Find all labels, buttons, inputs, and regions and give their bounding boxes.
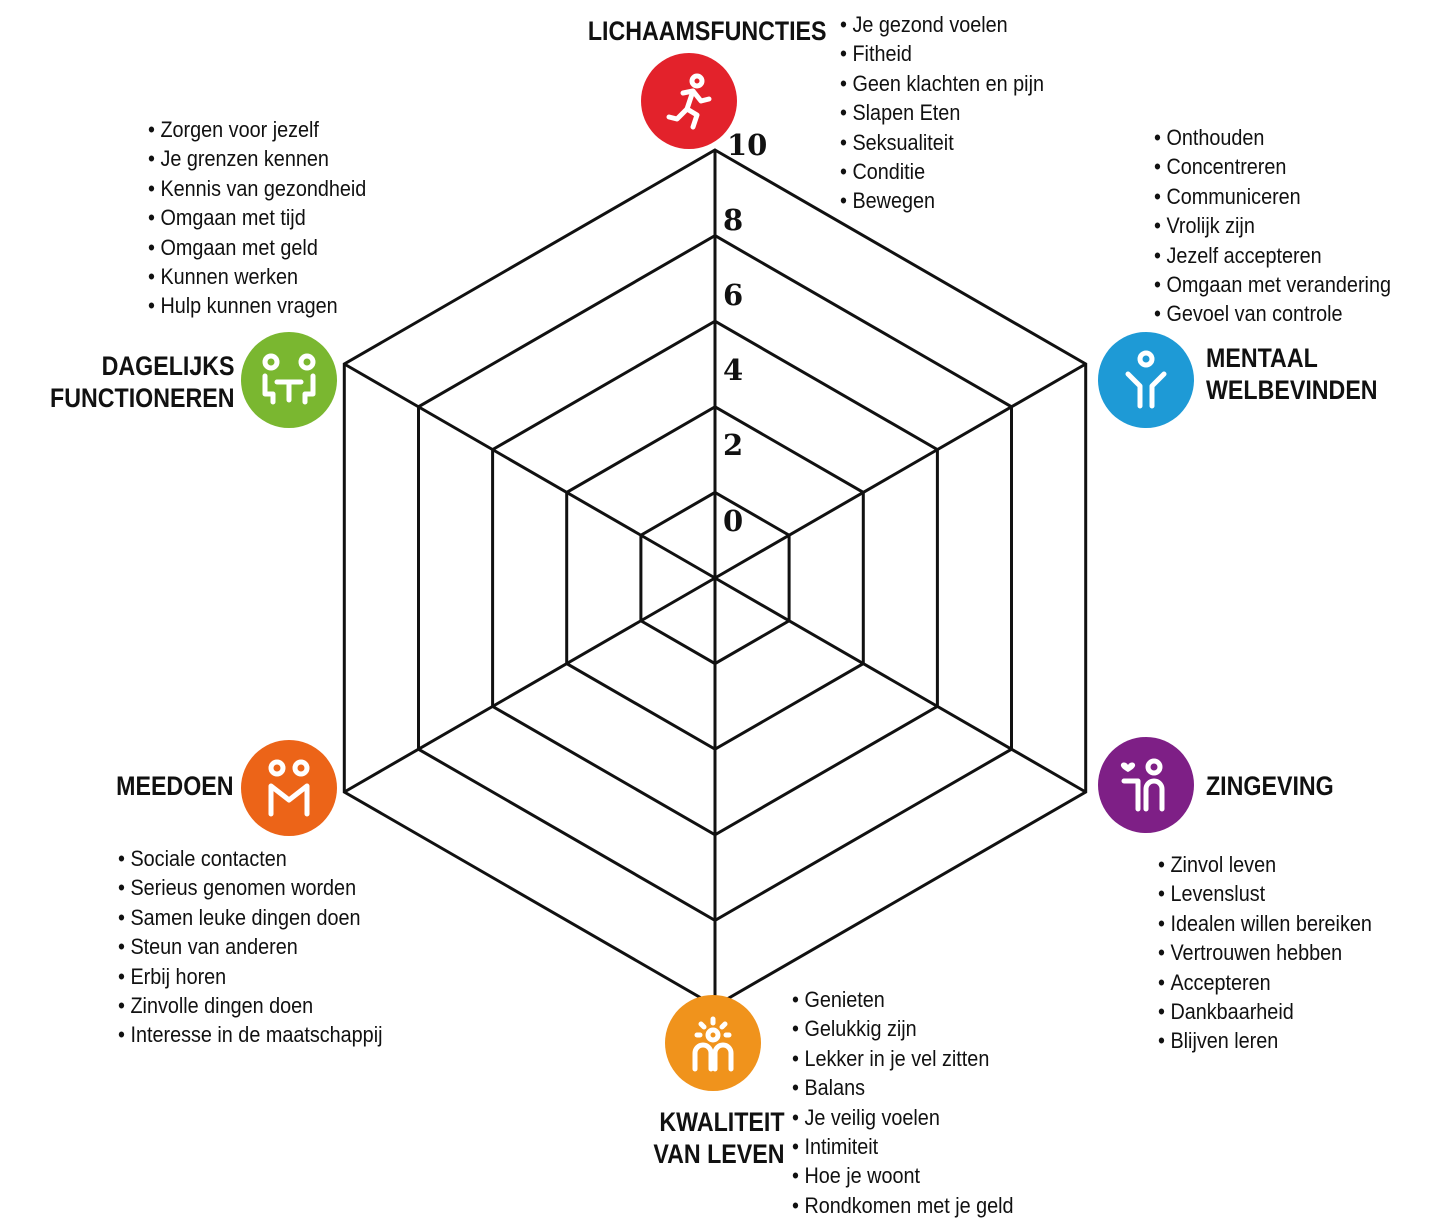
list-item: Concentreren (1154, 152, 1391, 181)
list-item: Levenslust (1158, 879, 1372, 908)
dimension-title-line: LICHAAMSFUNCTIES (587, 16, 826, 46)
list-item: Communiceren (1154, 182, 1391, 211)
list-item: Hoe je woont (792, 1161, 1014, 1190)
list-item: Jezelf accepteren (1154, 241, 1391, 270)
radar-spoke-zingeving (714, 576, 1087, 794)
list-item: Rondkomen met je geld (792, 1191, 1013, 1220)
running-person-icon (641, 53, 737, 149)
dimension-title-line: KWALITEIT (659, 1107, 785, 1137)
badge-kwaliteit-van-leven (665, 995, 761, 1091)
radar-scale-labels: 0 2 4 6 8 10 (723, 128, 767, 538)
list-item: Serieus genomen worden (118, 873, 383, 902)
badge-meedoen (241, 740, 337, 836)
items-mentaal-welbevinden: Onthouden Concentreren Communiceren Vrol… (1154, 123, 1391, 329)
list-item: Je gezond voelen (840, 10, 1044, 39)
list-item: Interesse in de maatschappij (118, 1020, 382, 1049)
dimension-title-zingeving: ZINGEVING (1206, 770, 1334, 802)
dimension-title-dagelijks-functioneren: DAGELIJKS FUNCTIONEREN (50, 350, 234, 414)
dimension-title-line: WELBEVINDEN (1206, 375, 1378, 405)
list-item: Erbij horen (118, 962, 383, 991)
people-sun-icon (665, 995, 761, 1091)
dimension-title-line: ZINGEVING (1206, 771, 1334, 801)
list-item: Conditie (840, 157, 1044, 186)
scale-label-10: 10 (727, 128, 767, 162)
list-item: Balans (792, 1073, 1014, 1102)
items-meedoen: Sociale contacten Serieus genomen worden… (118, 844, 383, 1050)
list-item: Samen leuke dingen doen (118, 903, 383, 932)
dimension-title-lichaamsfuncties: LICHAAMSFUNCTIES (587, 15, 826, 47)
badge-bg (241, 740, 337, 836)
scale-label-2: 2 (723, 428, 743, 462)
list-item: Seksualiteit (840, 128, 1044, 157)
list-item: Omgaan met geld (148, 233, 366, 262)
radar-spoke-mentaal-welbevinden (714, 362, 1087, 580)
list-item: Omgaan met verandering (1154, 270, 1391, 299)
list-item: Onthouden (1154, 123, 1391, 152)
list-item: Steun van anderen (118, 932, 383, 961)
dimension-title-line: DAGELIJKS (101, 351, 235, 381)
list-item: Vertrouwen hebben (1158, 938, 1372, 967)
items-zingeving: Zinvol leven Levenslust Idealen willen b… (1158, 850, 1372, 1056)
dimension-title-mentaal-welbevinden: MENTAAL WELBEVINDEN (1206, 342, 1378, 406)
list-item: Kennis van gezondheid (148, 174, 366, 203)
list-item: Kunnen werken (148, 262, 366, 291)
list-item: Je veilig voelen (792, 1103, 1014, 1132)
items-dagelijks-functioneren: Zorgen voor jezelf Je grenzen kennen Ken… (148, 115, 366, 321)
list-item: Zinvolle dingen doen (118, 991, 383, 1020)
dimension-title-line: MEEDOEN (116, 771, 234, 801)
two-people-icon (241, 740, 337, 836)
list-item: Genieten (792, 985, 1014, 1014)
list-item: Dankbaarheid (1158, 997, 1372, 1026)
list-item: Lekker in je vel zitten (792, 1044, 1014, 1073)
list-item: Geen klachten en pijn (840, 69, 1044, 98)
radar-spoke-dagelijks-functioneren (343, 362, 716, 580)
radar-spoke-meedoen (343, 576, 716, 794)
dimension-title-line: VAN LEVEN (653, 1139, 785, 1169)
badge-lichaamsfuncties (641, 53, 737, 149)
badge-bg (665, 995, 761, 1091)
person-heart-icon (1098, 737, 1194, 833)
list-item: Accepteren (1158, 968, 1372, 997)
list-item: Hulp kunnen vragen (148, 291, 366, 320)
badge-dagelijks-functioneren (241, 332, 337, 428)
list-item: Gevoel van controle (1154, 299, 1391, 328)
list-item: Slapen Eten (840, 98, 1044, 127)
scale-label-8: 8 (723, 203, 743, 237)
list-item: Gelukkig zijn (792, 1014, 1014, 1043)
list-item: Blijven leren (1158, 1026, 1372, 1055)
badge-zingeving (1098, 737, 1194, 833)
scale-label-4: 4 (723, 353, 743, 387)
list-item: Zorgen voor jezelf (148, 115, 366, 144)
list-item: Idealen willen bereiken (1158, 909, 1371, 938)
dimension-title-kwaliteit-van-leven: KWALITEIT VAN LEVEN (654, 1106, 785, 1170)
radar-spokes (343, 150, 1087, 1006)
dimension-title-line: MENTAAL (1206, 343, 1318, 373)
scale-label-6: 6 (723, 278, 743, 312)
items-lichaamsfuncties: Je gezond voelen Fitheid Geen klachten e… (840, 10, 1044, 216)
person-arms-raised-icon (1098, 332, 1194, 428)
people-at-table-icon (241, 332, 337, 428)
list-item: Bewegen (840, 186, 1044, 215)
list-item: Fitheid (840, 39, 1044, 68)
items-kwaliteit-van-leven: Genieten Gelukkig zijn Lekker in je vel … (792, 985, 1014, 1220)
badge-bg (1098, 332, 1194, 428)
list-item: Zinvol leven (1158, 850, 1372, 879)
list-item: Omgaan met tijd (148, 203, 366, 232)
dimension-title-line: FUNCTIONEREN (49, 383, 234, 413)
scale-label-0: 0 (723, 504, 743, 538)
list-item: Sociale contacten (118, 844, 383, 873)
list-item: Je grenzen kennen (148, 144, 366, 173)
list-item: Vrolijk zijn (1154, 211, 1391, 240)
list-item: Intimiteit (792, 1132, 1014, 1161)
dimension-title-meedoen: MEEDOEN (117, 770, 234, 802)
badge-mentaal-welbevinden (1098, 332, 1194, 428)
